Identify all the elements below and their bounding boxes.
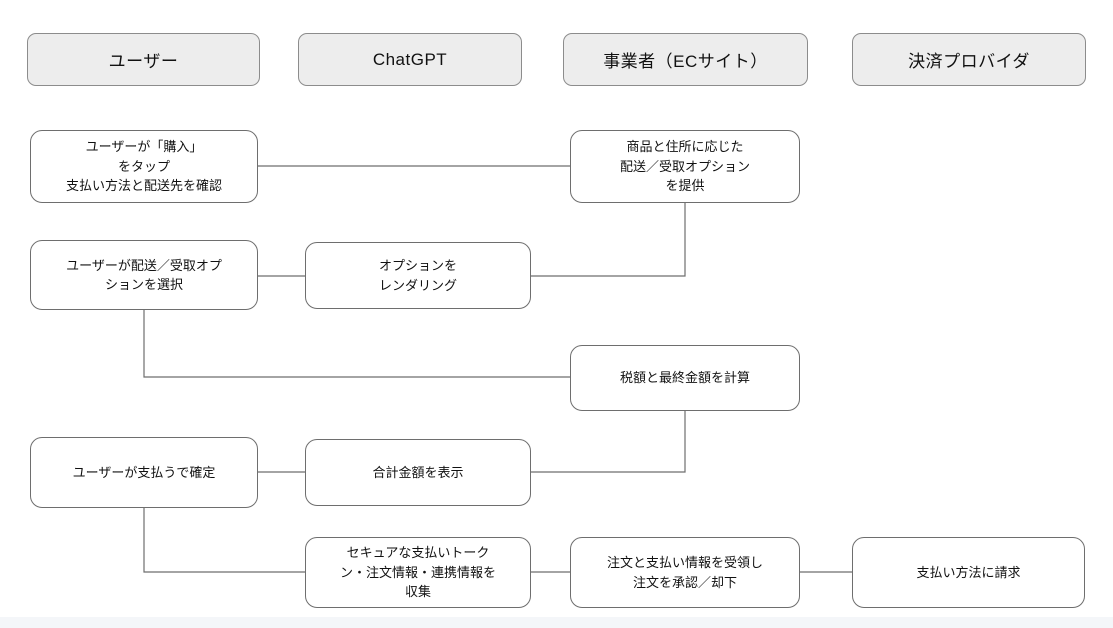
flow-node-chatgpt-shows-total: 合計金額を表示: [305, 439, 531, 506]
flow-node-user-confirms-pay: ユーザーが支払うで確定: [30, 437, 258, 508]
flow-node-merchant-provides-options: 商品と住所に応じた 配送／受取オプション を提供: [570, 130, 800, 203]
lane-header-chatgpt: ChatGPT: [298, 33, 522, 86]
flow-node-user-selects-option: ユーザーが配送／受取オプ ションを選択: [30, 240, 258, 310]
connector-merchant-options-to-chatgpt-render: [531, 203, 686, 277]
flow-node-chatgpt-collects-token: セキュアな支払いトーク ン・注文情報・連携情報を 収集: [305, 537, 531, 608]
lane-header-user: ユーザー: [27, 33, 260, 86]
lane-header-psp: 決済プロバイダ: [852, 33, 1086, 86]
connector-user-confirm-to-chatgpt-collect: [143, 508, 305, 573]
flow-node-merchant-calculates-total: 税額と最終金額を計算: [570, 345, 800, 411]
flow-node-merchant-accepts-order: 注文と支払い情報を受領し 注文を承認／却下: [570, 537, 800, 608]
connector-user-select-to-merchant-calc: [143, 310, 570, 378]
lane-header-merchant: 事業者（ECサイト）: [563, 33, 808, 86]
flow-node-chatgpt-renders-options: オプションを レンダリング: [305, 242, 531, 309]
bottom-strip: [0, 617, 1113, 628]
connector-merchant-calc-to-chatgpt-total: [531, 411, 686, 473]
flow-node-user-taps-buy: ユーザーが「購入」 をタップ 支払い方法と配送先を確認: [30, 130, 258, 203]
flow-node-psp-charges: 支払い方法に請求: [852, 537, 1085, 608]
